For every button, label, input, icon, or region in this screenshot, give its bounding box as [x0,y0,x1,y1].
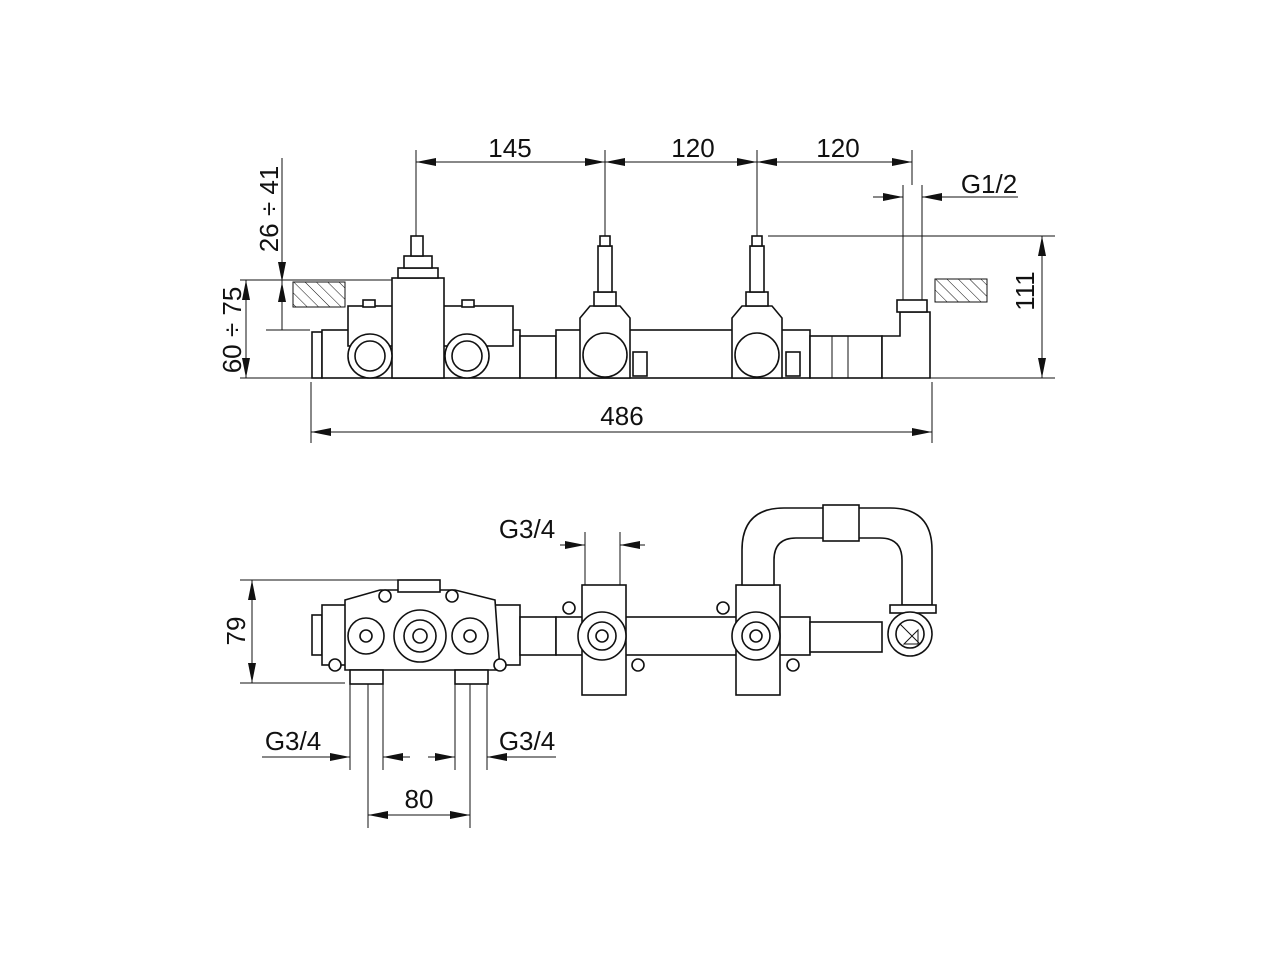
u-bend-pipe [741,504,937,657]
valve-body-top [311,579,521,685]
pipe [519,329,883,379]
dim-60-75: 60 ÷ 75 [217,287,247,374]
stop-valve-1 [579,235,648,379]
dim-g34-top: G3/4 [499,514,555,544]
dim-120-b: 120 [816,133,859,163]
dim-g12: G1/2 [961,169,1017,199]
dim-120-a: 120 [671,133,714,163]
dimension-lines [240,150,1055,443]
dim-g34-right: G3/4 [499,726,555,756]
dim-80: 80 [405,784,434,814]
wall-hatch-left [292,281,346,308]
stop-valve-1-top [562,584,645,696]
pipe-top [519,616,883,656]
wall-hatch-right [934,278,988,303]
dim-111: 111 [1010,271,1040,311]
dimension-lines-top [240,532,645,828]
stop-valve-2 [731,235,801,379]
dim-79: 79 [221,617,251,646]
dim-486: 486 [600,401,643,431]
dim-26-41: 26 ÷ 41 [254,166,284,253]
top-view: G3/4 79 G3/4 G3/4 80 [221,504,937,828]
stop-valve-2-top [716,584,800,696]
front-view: 145 120 120 G1/2 111 486 26 ÷ 41 60 ÷ 75 [217,133,1055,443]
outlet-elbow [881,185,931,379]
dim-145: 145 [488,133,531,163]
dim-g34-left: G3/4 [265,726,321,756]
